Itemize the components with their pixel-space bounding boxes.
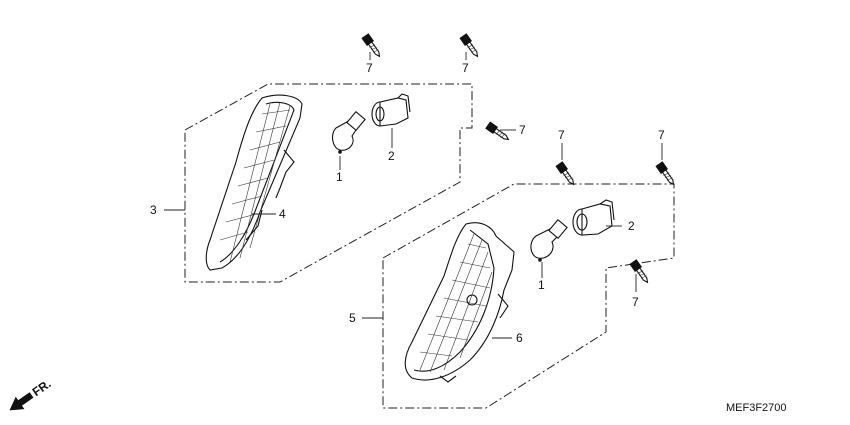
diagram-code: MEF3F2700 [726,402,787,414]
screw-a-icon [361,33,381,58]
front-direction-arrow-icon: FR. [9,377,54,411]
callout-screw-a: 7 [366,61,373,75]
leader-lines [164,52,663,339]
callout-assembly-upper: 3 [150,203,157,217]
lower-bulb-icon [530,219,568,262]
screw-c-icon [485,121,510,141]
callout-lens-lower: 6 [516,331,523,345]
callout-socket-upper: 2 [388,149,395,163]
screw-b-icon [459,33,479,58]
callout-screw-f: 7 [632,295,639,309]
upper-lens-icon [205,94,303,271]
callout-socket-lower: 2 [628,219,635,233]
lower-lens-icon [404,222,515,383]
callout-screw-b: 7 [462,61,469,75]
callout-bulb-lower: 1 [538,278,545,292]
callout-screw-e: 7 [658,128,665,142]
screw-e-icon [655,161,675,186]
callout-screw-c: 7 [519,123,526,137]
callout-bulb-upper: 1 [336,170,343,184]
upper-socket-icon [371,93,411,127]
screw-d-icon [555,161,575,186]
lower-socket-icon [572,199,615,236]
callout-screw-d: 7 [558,128,565,142]
callout-assembly-lower: 5 [349,311,356,325]
direction-label: FR. [30,377,54,400]
lower-assembly-boundary [382,183,675,409]
callout-lens-upper: 4 [279,207,286,221]
upper-bulb-icon [331,111,366,154]
screw-f-icon [629,259,649,284]
